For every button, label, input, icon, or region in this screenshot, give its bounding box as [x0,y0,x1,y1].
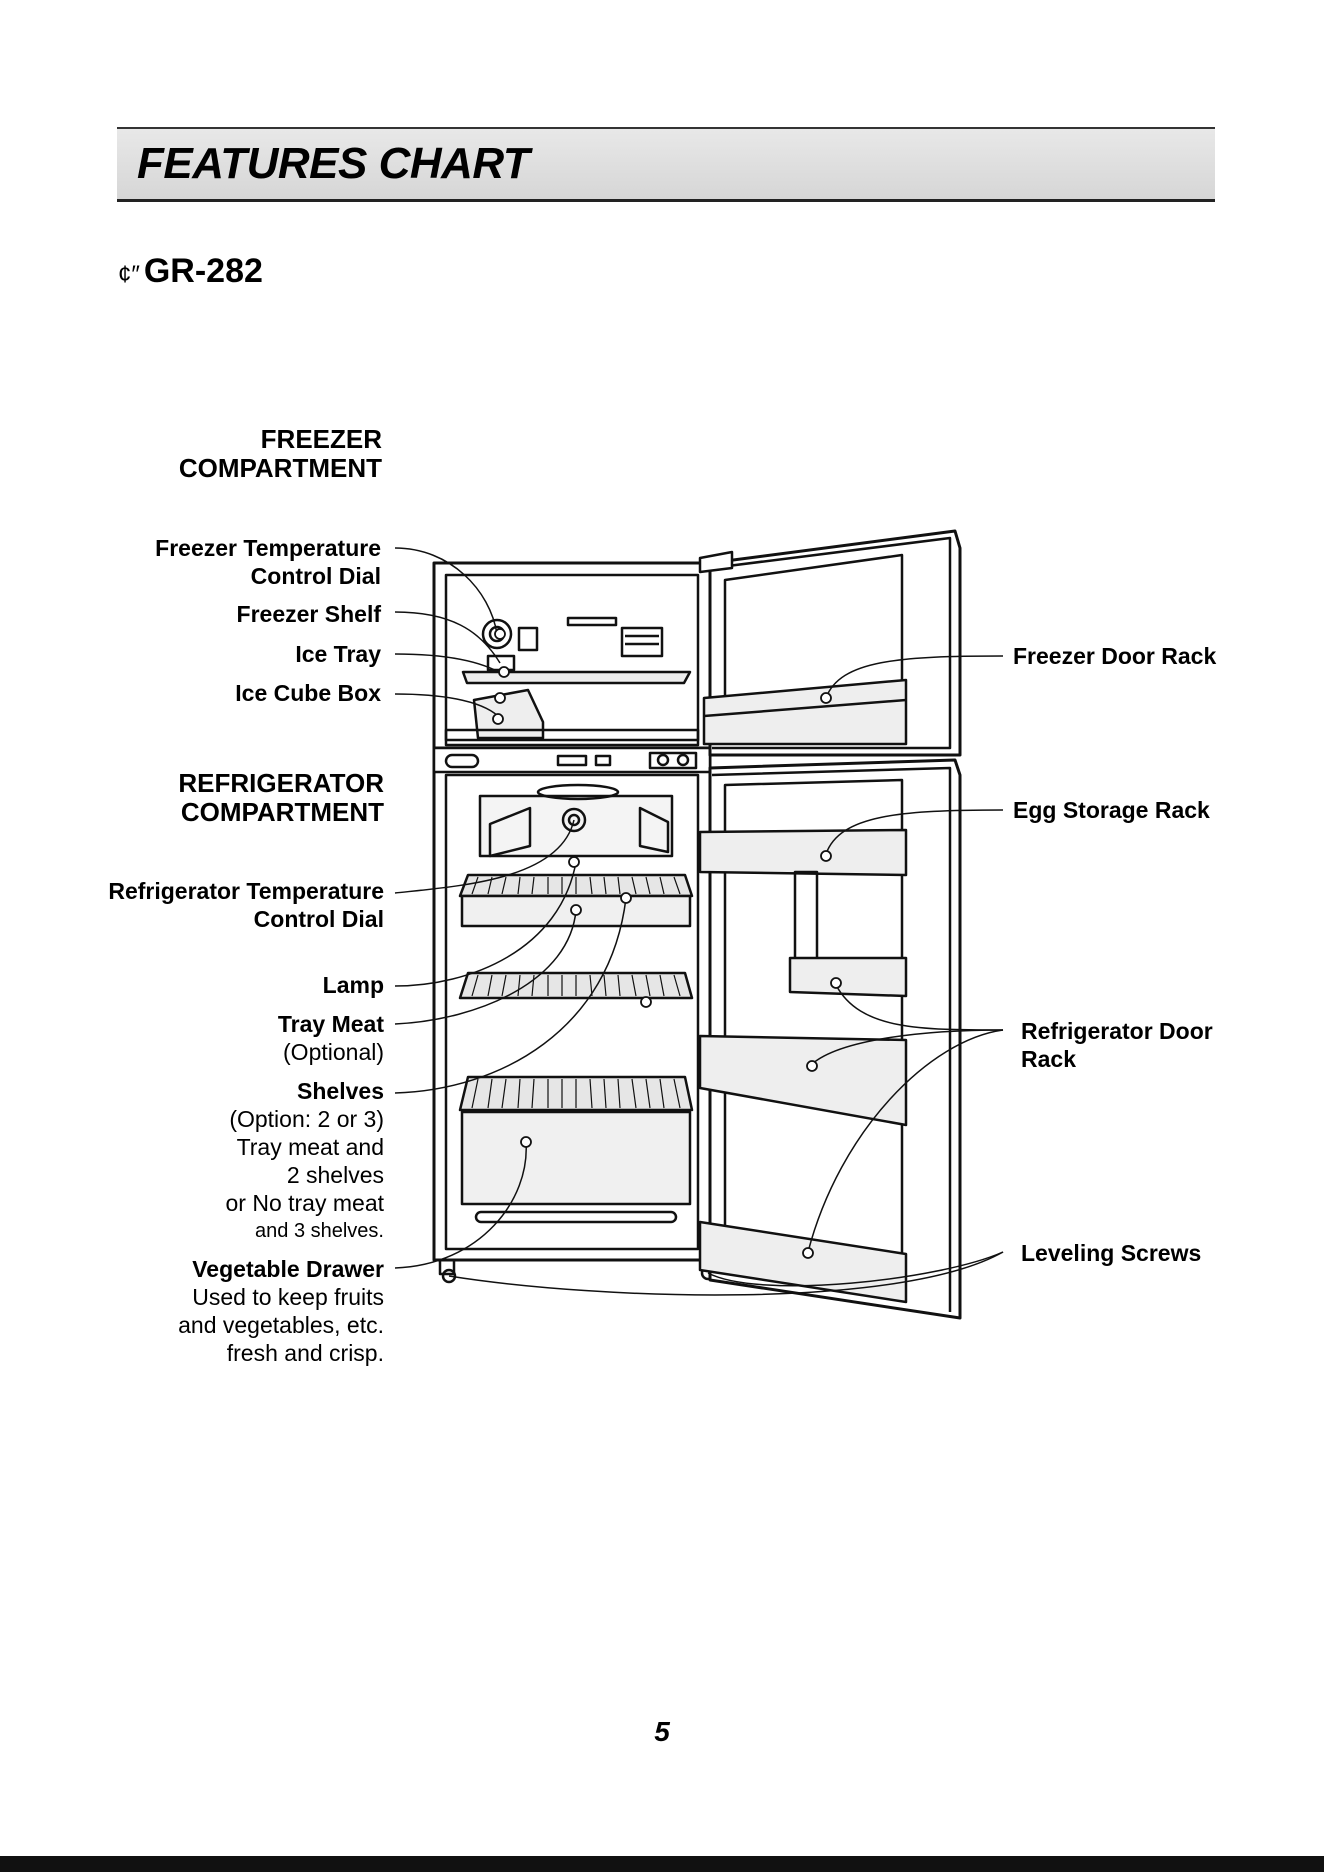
freezer-door-rack [702,678,908,746]
model-name: GR-282 [143,252,263,290]
label-freezer-shelf: Freezer Shelf [236,601,381,627]
label-note: and 3 shelves. [255,1220,384,1242]
label-lamp: Lamp [322,972,384,998]
leader-shelves [394,897,627,1094]
refrigerator-door-rack-lower [698,1220,908,1304]
control-strip [444,751,698,770]
model-mark: ¢″ [118,261,140,288]
label-egg-storage-rack: Egg Storage Rack [1013,797,1210,823]
label-ice-cube-box: Ice Cube Box [235,680,381,706]
label-note: Tray meat and [236,1134,384,1160]
refrigerator-heading-line1: REFRIGERATOR [178,768,384,798]
leader-refrigerator-door-rack-3 [807,1029,1004,1253]
leader-ice-cube-box [394,693,499,717]
label-refrigerator-door-rack: Refrigerator Door Rack [1021,1017,1213,1073]
freezer-shelf [461,670,692,685]
leader-egg-storage-rack [825,809,1004,855]
leader-tray-meat [394,909,577,1025]
label-tray-meat: Tray Meat (Optional) [60,1010,384,1066]
page-number: 5 [654,1716,670,1747]
label-leveling-screws: Leveling Screws [1021,1240,1202,1266]
label-note: or No tray meat [225,1190,385,1216]
shelf-ribs [471,876,681,1109]
leader-freezer-door-rack [825,655,1004,699]
label-freezer-temp-dial: Freezer Temperature Control Dial [60,534,381,590]
refrigerator-door-rack-upper [698,1034,908,1127]
leader-vegetable-drawer [394,1141,527,1269]
freezer-interior [444,616,700,742]
freezer-section-heading: FREEZER COMPARTMENT [100,425,382,483]
label-line: Freezer Temperature [155,535,381,561]
small-door-rack [788,956,908,998]
page-title: FEATURES CHART [137,139,530,188]
label-line: Refrigerator Temperature [108,878,384,904]
label-note: fresh and crisp. [226,1340,384,1366]
leader-freezer-shelf [394,611,501,664]
freezer-door [698,529,962,757]
label-line: Shelves [297,1078,384,1104]
bottom-rule [0,1856,1324,1872]
callout-dots [492,628,842,1259]
vegetable-drawer [460,1110,692,1206]
label-note: 2 shelves [286,1162,384,1188]
leader-freezer-temp-dial [394,547,498,635]
label-refrigerator-temp-dial: Refrigerator Temperature Control Dial [40,877,384,933]
freezer-heading-line2: COMPARTMENT [178,453,382,483]
model-heading: ¢″GR-282 [118,252,263,291]
refrigerator-section-heading: REFRIGERATOR COMPARTMENT [100,769,384,827]
header-band: FEATURES CHART [117,127,1215,202]
label-line: Control Dial [250,563,381,589]
label-line: Rack [1021,1046,1076,1072]
leveling-feet [438,1258,716,1284]
label-note: (Optional) [283,1039,384,1065]
label-ice-tray: Ice Tray [295,641,381,667]
leader-refrigerator-door-rack-2 [811,1029,1004,1065]
leader-ice-tray [394,653,505,676]
label-vegetable-drawer: Vegetable Drawer Used to keep fruits and… [60,1255,384,1367]
label-line: Vegetable Drawer [192,1256,384,1282]
label-freezer-door-rack: Freezer Door Rack [1013,643,1217,669]
leader-lines [394,547,1004,1296]
leader-leveling-screws-1 [707,1251,1004,1287]
label-line: Refrigerator Door [1021,1018,1213,1044]
label-shelves: Shelves (Option: 2 or 3) Tray meat and 2… [60,1077,385,1245]
refrigerator-door [698,758,962,1320]
leader-lamp [394,861,577,987]
label-note: Used to keep fruits [192,1284,384,1310]
label-line: Control Dial [253,906,384,932]
leader-refrigerator-temp-dial [394,819,575,894]
label-line: Tray Meat [277,1011,384,1037]
freezer-heading-line1: FREEZER [260,424,382,454]
label-note: (Option: 2 or 3) [229,1106,384,1132]
leader-leveling-screws-2 [448,1251,1004,1296]
egg-storage-rack [698,828,908,877]
label-note: and vegetables, etc. [178,1312,384,1338]
refrigerator-heading-line2: COMPARTMENT [180,797,384,827]
